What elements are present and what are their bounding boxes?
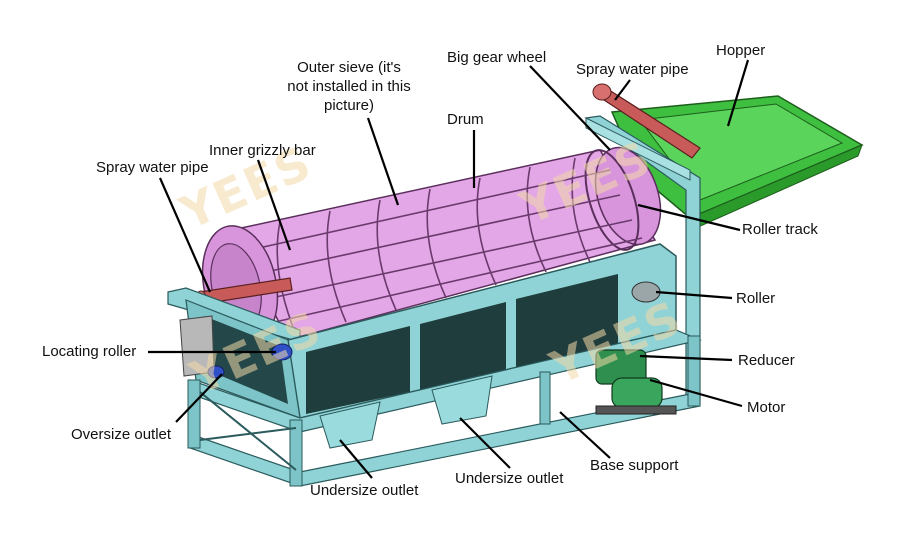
- grizzly-long-bar: [261, 219, 633, 301]
- grizzly-long-bar: [274, 237, 643, 323]
- label-hopper: Hopper: [716, 42, 766, 59]
- label-inner-grizzly-bar: Inner grizzly bar: [209, 142, 316, 159]
- front-window: [420, 302, 506, 390]
- leader-grizzly: [256, 159, 292, 251]
- leader-undersize-1: [339, 439, 373, 479]
- label-outer-sieve-line-1: Outer sieve (it's: [297, 59, 401, 76]
- drive-unit: [595, 349, 677, 415]
- base-strut: [199, 391, 297, 471]
- leader-spray-right: [614, 79, 631, 101]
- label-reducer: Reducer: [738, 352, 795, 369]
- leader-lines: [148, 59, 750, 479]
- label-big-gear-wheel: Big gear wheel: [447, 49, 547, 66]
- undersize-chute: [319, 401, 381, 449]
- label-drum: Drum: [447, 111, 484, 128]
- leader-undersize-2: [459, 417, 511, 469]
- leader-big-gear: [529, 65, 611, 151]
- side-rail: [167, 287, 301, 343]
- base-leg: [539, 371, 551, 425]
- leader-roller: [655, 290, 733, 300]
- front-window: [306, 326, 410, 414]
- grizzly-long-bar: [251, 194, 621, 276]
- leader-motor: [649, 378, 743, 408]
- leader-outer-sieve: [366, 117, 400, 206]
- left-window: [204, 316, 288, 404]
- leader-spray-left: [158, 177, 212, 293]
- pipe-end-right: [592, 83, 612, 101]
- base-leg: [187, 379, 201, 449]
- label-spray-water-pipe-right: Spray water pipe: [576, 61, 689, 78]
- label-outer-sieve-line-3: picture): [323, 97, 375, 114]
- base-strut: [199, 427, 297, 441]
- front-window: [516, 274, 618, 368]
- label-motor: Motor: [747, 399, 786, 416]
- drum-right-end: [594, 146, 662, 246]
- inner-grizzly-bars: [249, 157, 643, 336]
- big-gear-wheel: [584, 149, 640, 251]
- label-base-support: Base support: [590, 457, 679, 474]
- motor-base: [595, 405, 677, 415]
- grizzly-long-bar: [249, 169, 611, 251]
- label-undersize-outlet-1: Undersize outlet: [310, 482, 419, 499]
- leader-base-support: [559, 411, 611, 459]
- spray-water-pipe-right: [592, 83, 701, 159]
- label-outer-sieve-line-2: not installed in this: [287, 78, 411, 95]
- undersize-chute: [431, 375, 493, 425]
- label-locating-roller: Locating roller: [42, 343, 137, 360]
- label-oversize-outlet: Oversize outlet: [71, 426, 172, 443]
- motor-body: [611, 377, 663, 409]
- grizzly-rib: [276, 221, 297, 336]
- leader-oversize: [175, 373, 223, 423]
- label-roller-track: Roller track: [742, 221, 818, 238]
- leader-reducer: [639, 354, 733, 362]
- label-roller: Roller: [736, 290, 776, 307]
- base-leg: [687, 335, 701, 407]
- leader-roller-track: [637, 203, 741, 232]
- base-leg: [289, 419, 303, 487]
- grizzly-rib: [326, 210, 347, 323]
- label-outer-sieve: Outer sieve (it's not installed in this …: [278, 58, 420, 115]
- label-spray-water-pipe-left: Spray water pipe: [96, 159, 209, 176]
- label-undersize-outlet-2: Undersize outlet: [455, 470, 564, 487]
- leader-hopper: [726, 59, 750, 127]
- grizzly-rib: [426, 188, 447, 299]
- grizzly-rib: [376, 199, 397, 311]
